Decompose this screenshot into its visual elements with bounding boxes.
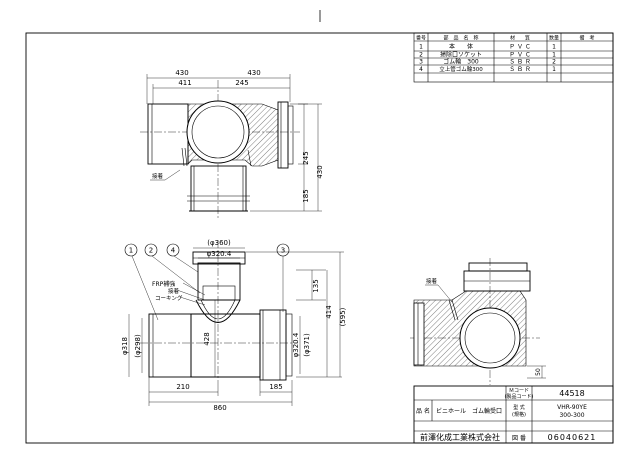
dim-top-v-upper: 245 [302,151,310,164]
front-dimensions [128,247,344,406]
dim-front-right-od2: (φ371) [303,333,311,357]
front-callout-text: 1 2 4 3 FRP補強 接着 コーキング [129,247,285,303]
dim-front-left-inner: (φ298) [134,334,142,358]
mcode-label-1: Ｍコード [509,388,529,394]
callout-3: 3 [281,247,285,255]
parts-table-text: 番号 部 品 名 称 材 質 数量 備 考 1 本 体 Ｐ Ｖ Ｃ 1 2 掃除… [416,35,595,74]
dim-front-bottom-left: 210 [176,383,189,391]
company-name: 前澤化成工業株式会社 [420,432,500,442]
model-label-1: 型 式 [513,404,525,411]
top-view-dimensions [146,74,322,212]
mcode-label-2: (製品コード) [505,393,534,400]
callout-4: 4 [171,247,176,255]
callout-1: 1 [129,247,133,255]
table-row-3-qty: 2 [552,59,556,66]
table-row-2-name: 掃除口ソケット [440,51,482,59]
label-caulking: コーキング [155,294,183,302]
table-row-1-no: 1 [419,44,423,51]
model-value-2: 300-300 [559,412,584,419]
table-row-1-qty: 1 [552,44,556,51]
mcode-value: 44518 [559,389,584,398]
front-view [140,240,298,385]
dim-top-v-total: 430 [316,165,324,178]
name-label: 品 名 [416,407,430,415]
table-header-qty: 数量 [549,35,559,42]
dim-front-left-outer: φ318 [121,337,129,355]
table-header-no: 番号 [416,35,426,42]
dim-front-right-upper: 135 [312,279,320,292]
table-header-note: 備 考 [579,35,594,42]
dim-front-right-mid: 414 [325,305,333,319]
top-view [140,80,300,218]
drawing-value: 06040621 [548,433,597,442]
table-row-3-name: ゴム輪 300 [443,58,479,66]
table-row-1-material: Ｐ Ｖ Ｃ [509,44,531,51]
label-top-adhesive: 接着 [152,172,164,180]
dim-side-50: 50 [535,368,542,376]
drawing-label: 図 番 [512,435,526,442]
model-value-1: VHR-90YE [557,404,587,411]
front-callouts [124,243,290,321]
top-view-dim-text: 430 430 411 245 245 430 185 接着 [152,69,324,203]
parts-table [413,32,614,83]
side-view-text: 接着 50 [426,277,542,376]
label-front-adhesive: 接着 [168,287,180,295]
model-label-2: (規格) [512,411,526,418]
name-value: ビニホール ゴム輪受口 [436,407,502,415]
side-view [410,258,546,385]
dim-top-right-inner: 245 [235,79,248,87]
table-row-2-material: Ｐ Ｖ Ｃ [509,52,531,59]
table-row-4-name: 立上管ゴム輪300 [439,65,483,73]
dim-top-left-inner: 411 [178,79,191,87]
dim-front-bottom-total: 860 [213,404,226,412]
title-block-text: Ｍコード (製品コード) 44518 品 名 ビニホール ゴム輪受口 型 式 (… [416,388,597,442]
dim-front-top-inner: φ320.4 [207,250,232,258]
table-row-1-name: 本 体 [449,43,473,51]
dim-top-v-lower: 185 [302,189,310,202]
dim-front-inner-428: 428 [203,332,211,345]
front-dim-text: (φ360) φ320.4 135 414 (595) 428 φ318 (φ2… [121,239,347,412]
dim-front-top-outer: (φ360) [207,239,231,247]
label-frp: FRP補強 [152,280,175,288]
dim-front-right-od: φ320.4 [292,332,300,357]
dim-front-right-total: (595) [339,307,347,326]
table-row-3-no: 3 [419,59,423,66]
table-row-3-material: Ｓ Ｂ Ｒ [509,59,531,66]
sheet-border [25,32,614,444]
table-header-material: 材 質 [510,35,530,42]
callout-2: 2 [149,247,153,255]
table-row-4-no: 4 [419,66,423,73]
table-header-name: 部 品 名 称 [443,35,478,42]
label-side-adhesive: 接着 [426,277,438,285]
dim-top-left-total: 430 [175,69,188,77]
title-block [413,385,614,444]
table-row-4-qty: 1 [552,66,556,73]
dim-top-right-total: 430 [247,69,260,77]
dim-front-bottom-right: 185 [269,383,282,391]
table-row-2-qty: 1 [552,52,556,59]
table-row-2-no: 2 [419,52,423,59]
table-row-4-material: Ｓ Ｂ Ｒ [509,66,531,73]
